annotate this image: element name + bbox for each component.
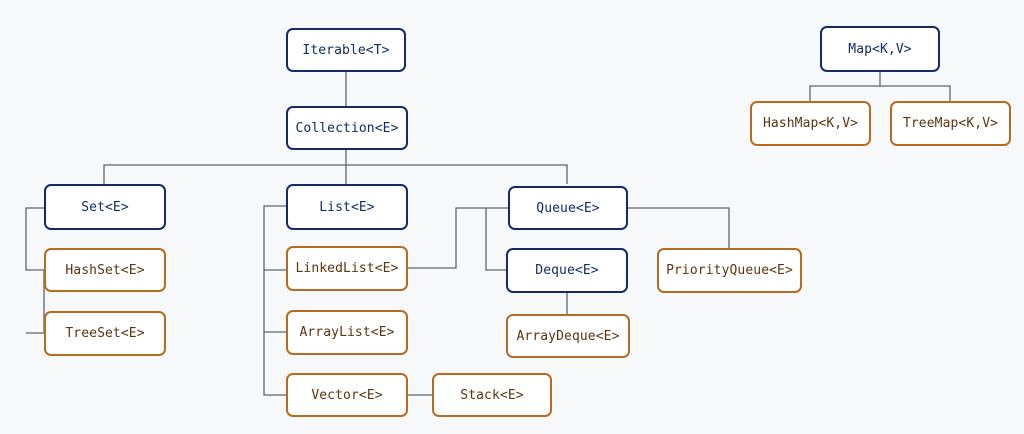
- edge-list-implementations: [263, 205, 347, 396]
- edge-collection-branch: [103, 150, 568, 184]
- iterable-node: Iterable<T>: [286, 28, 406, 72]
- hashmap-node: HashMap<K,V>: [750, 101, 871, 146]
- edge-queue-priorityqueue: [628, 207, 730, 248]
- priorityqueue-node: PriorityQueue<E>: [657, 248, 802, 293]
- arraylist-node: ArrayList<E>: [286, 310, 408, 355]
- deque-node: Deque<E>: [506, 248, 628, 293]
- set-node: Set<E>: [44, 184, 166, 230]
- list-node: List<E>: [286, 184, 408, 230]
- treemap-node: TreeMap<K,V>: [890, 101, 1011, 146]
- queue-node: Queue<E>: [508, 186, 628, 230]
- edge-map-implementations: [809, 72, 951, 101]
- collection-node: Collection<E>: [286, 106, 408, 150]
- vector-node: Vector<E>: [286, 373, 408, 417]
- hashset-node: HashSet<E>: [44, 248, 166, 292]
- treeset-node: TreeSet<E>: [44, 311, 166, 356]
- stack-node: Stack<E>: [432, 373, 552, 417]
- edge-linkedlist-queue: [407, 207, 508, 269]
- arraydeque-node: ArrayDeque<E>: [506, 314, 630, 358]
- linkedlist-node: LinkedList<E>: [286, 246, 408, 291]
- map-node: Map<K,V>: [820, 26, 940, 72]
- edge-queue-deque: [485, 208, 506, 271]
